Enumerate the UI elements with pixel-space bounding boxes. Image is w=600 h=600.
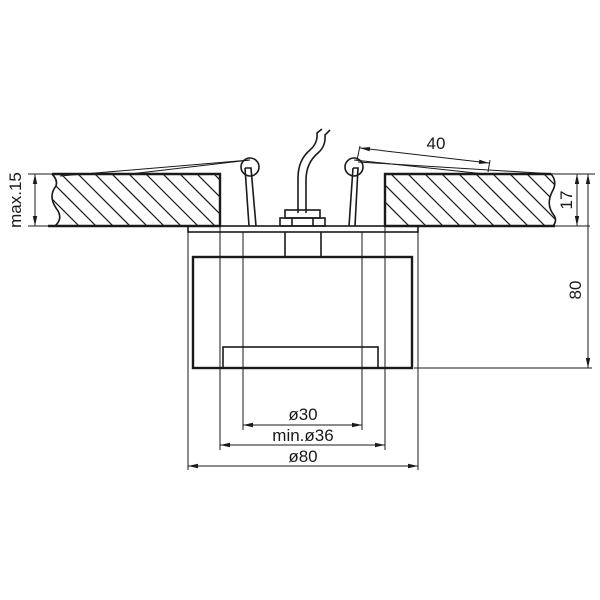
- svg-text:80: 80: [566, 281, 585, 300]
- dim-cutout-diameter: min.ø36: [220, 426, 385, 448]
- ceiling-left: [48, 172, 222, 228]
- extension-lines: [28, 145, 595, 470]
- svg-text:17: 17: [557, 191, 576, 210]
- dim-total-height: 80: [566, 174, 591, 368]
- svg-text:max.15: max.15: [6, 172, 25, 228]
- svg-text:min.ø36: min.ø36: [272, 426, 333, 445]
- svg-text:40: 40: [427, 134, 446, 153]
- dim-clip-reach: 40: [359, 134, 490, 165]
- svg-text:ø30: ø30: [288, 405, 317, 424]
- dim-flange-height: 17: [557, 174, 580, 226]
- spring-clip-left: [59, 157, 260, 227]
- dim-ceiling-thickness: max.15: [6, 172, 38, 228]
- svg-text:ø80: ø80: [288, 447, 317, 466]
- diffuser: [222, 346, 379, 369]
- flange: [187, 225, 419, 233]
- lamp-stem: [284, 232, 322, 257]
- dim-outer-diameter: ø80: [188, 447, 418, 469]
- dim-inner-diameter: ø30: [243, 405, 362, 428]
- lamp-body: [191, 255, 414, 370]
- terminal-block: [279, 209, 326, 227]
- power-wires: [297, 128, 331, 213]
